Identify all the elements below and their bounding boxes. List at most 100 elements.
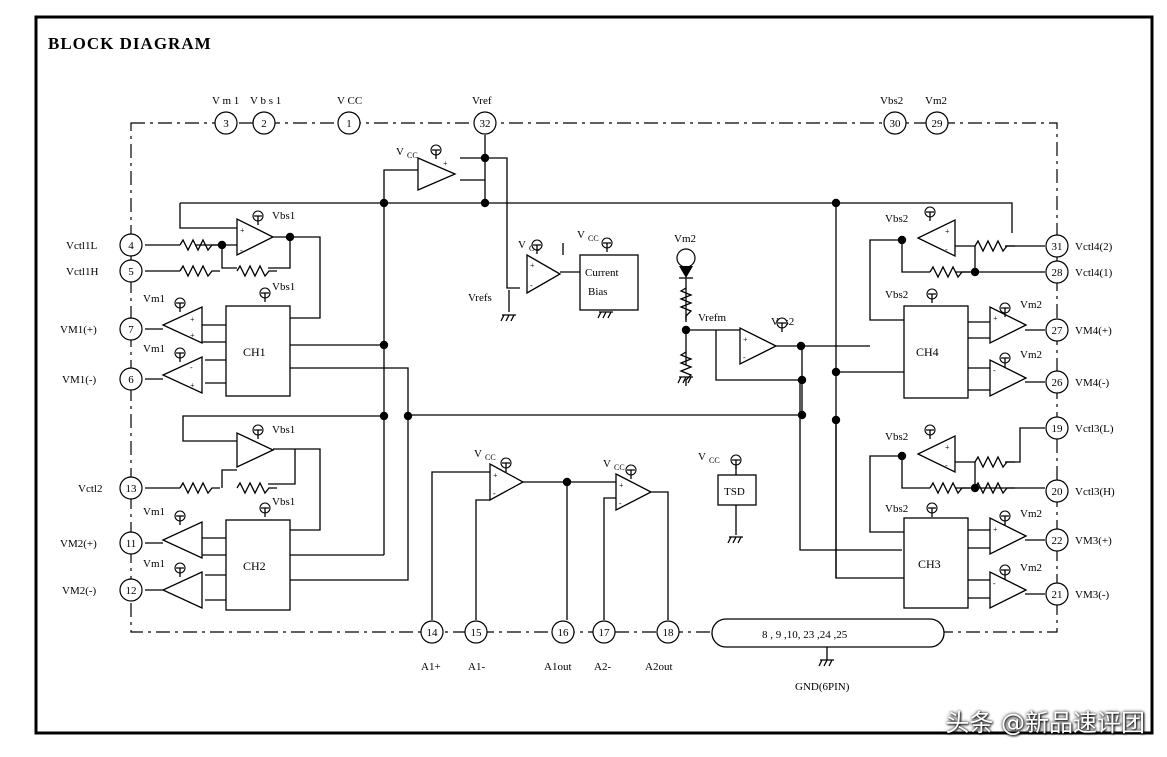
vrefm-amp-plus: + xyxy=(743,335,748,344)
pin-number: 13 xyxy=(126,483,138,495)
bias-amp-minus: - xyxy=(530,281,533,290)
pin-circle xyxy=(119,476,143,500)
amp1-plus: + xyxy=(493,471,498,480)
supply-symbol xyxy=(500,457,512,472)
ch4-block xyxy=(903,305,969,399)
pin-number: 7 xyxy=(128,324,134,336)
supply-symbol xyxy=(926,288,938,303)
ch1-ctrl-minus: - xyxy=(240,246,243,255)
current-bias-label-1: Current xyxy=(585,267,619,279)
junction-dot xyxy=(831,415,841,425)
junction-dot xyxy=(379,198,389,208)
supply-symbol xyxy=(259,287,271,302)
resistor xyxy=(679,351,693,386)
vbs2-ch3-label: Vbs2 xyxy=(885,503,908,515)
pin-number: 17 xyxy=(599,627,611,639)
vrefm-amp-minus: - xyxy=(743,353,746,362)
ch4-label: CH4 xyxy=(916,345,939,359)
ch2-control-amp xyxy=(236,431,275,469)
ch4-ctrl-plus: + xyxy=(945,227,950,236)
junction-dot xyxy=(562,477,572,487)
supply-symbol xyxy=(174,510,186,525)
resistor xyxy=(974,481,1015,495)
ground-symbol xyxy=(727,536,743,544)
pin-circle xyxy=(1045,528,1069,552)
pin-label: Vref xyxy=(472,95,492,107)
junction-dot xyxy=(379,411,389,421)
junction-dot xyxy=(379,340,389,350)
supply-symbol xyxy=(252,424,264,439)
vm4p-plus: + xyxy=(993,314,998,323)
pin-label: A1- xyxy=(468,661,485,673)
ch1-ctrl-plus: + xyxy=(240,226,245,235)
pin-number: 12 xyxy=(126,585,137,597)
vm3-plus-driver-amp xyxy=(989,516,1028,556)
vm3-minus-driver-amp xyxy=(989,570,1028,610)
pin-26: 26 VM4(-) xyxy=(1045,370,1110,394)
pin-3: 3V m 1 xyxy=(212,95,239,135)
ch3-label: CH3 xyxy=(918,557,941,571)
pin-circle xyxy=(1045,234,1069,258)
pin-number: 3 xyxy=(223,118,229,130)
pin-label: A2- xyxy=(594,661,611,673)
resistor xyxy=(236,481,277,495)
junction-dot xyxy=(897,451,907,461)
ground-symbol xyxy=(597,311,613,319)
gnd-pins-label: 8 , 9 ,10, 23 ,24 ,25 xyxy=(762,629,848,641)
pin-circle xyxy=(1045,582,1069,606)
vrefs-label: Vrefs xyxy=(468,292,492,304)
pin-label: Vctl1H xyxy=(66,266,98,278)
pin-label: VM4(-) xyxy=(1075,377,1110,389)
vbs1-ch1-ctrl-label: Vbs1 xyxy=(272,210,295,222)
pin-label: A1out xyxy=(544,661,572,673)
pin-circle xyxy=(119,531,143,555)
tsd-label: TSD xyxy=(724,486,745,498)
vm4-plus-driver-amp xyxy=(989,305,1028,345)
vcc-amp1-cc: CC xyxy=(485,453,496,462)
pin-label: Vctl2 xyxy=(78,483,102,495)
junction-dot xyxy=(480,198,490,208)
amp-polarity-marks: + + - + + - + + - + - + - + - + - + - + … xyxy=(190,159,998,588)
resistor xyxy=(974,239,1015,253)
vm1p-plus: + xyxy=(190,315,195,324)
supply-symbol xyxy=(601,237,613,252)
ground-symbol xyxy=(500,314,516,322)
pin-number: 31 xyxy=(1052,241,1063,253)
pin-circle xyxy=(464,620,488,644)
amp2-plus: + xyxy=(619,481,624,490)
resistor xyxy=(929,481,970,495)
diagram-title: BLOCK DIAGRAM xyxy=(48,34,212,53)
pin-1: 1V CC xyxy=(337,95,362,135)
pin-number: 26 xyxy=(1052,377,1064,389)
pin-label: VM1(-) xyxy=(62,374,97,386)
pin-circle xyxy=(119,233,143,257)
pin-label: Vctl3(H) xyxy=(1075,486,1115,498)
junction-dot xyxy=(970,483,980,493)
pin-circle xyxy=(1045,318,1069,342)
vcc-tsd-v: V xyxy=(698,451,706,463)
pin-number: 4 xyxy=(128,240,134,252)
junction-dots xyxy=(217,153,980,493)
outer-frame xyxy=(34,15,1154,735)
pin-label: A1+ xyxy=(421,661,441,673)
vm1p-plus-2: + xyxy=(190,331,195,340)
pin-number: 14 xyxy=(427,627,439,639)
pin-circle xyxy=(119,259,143,283)
supply-symbol xyxy=(924,206,936,221)
pin-label: Vctl1L xyxy=(66,240,97,252)
pin-label: V CC xyxy=(337,95,362,107)
pin-number: 19 xyxy=(1052,423,1064,435)
junction-dot xyxy=(831,367,841,377)
vrefm-label: Vrefm xyxy=(698,312,726,324)
vbs1-ch2-ctrl-label: Vbs1 xyxy=(272,424,295,436)
pin-circle xyxy=(883,111,907,135)
supply-symbol xyxy=(174,297,186,312)
vm1m-plus: + xyxy=(190,381,195,390)
junction-dot xyxy=(797,375,807,385)
